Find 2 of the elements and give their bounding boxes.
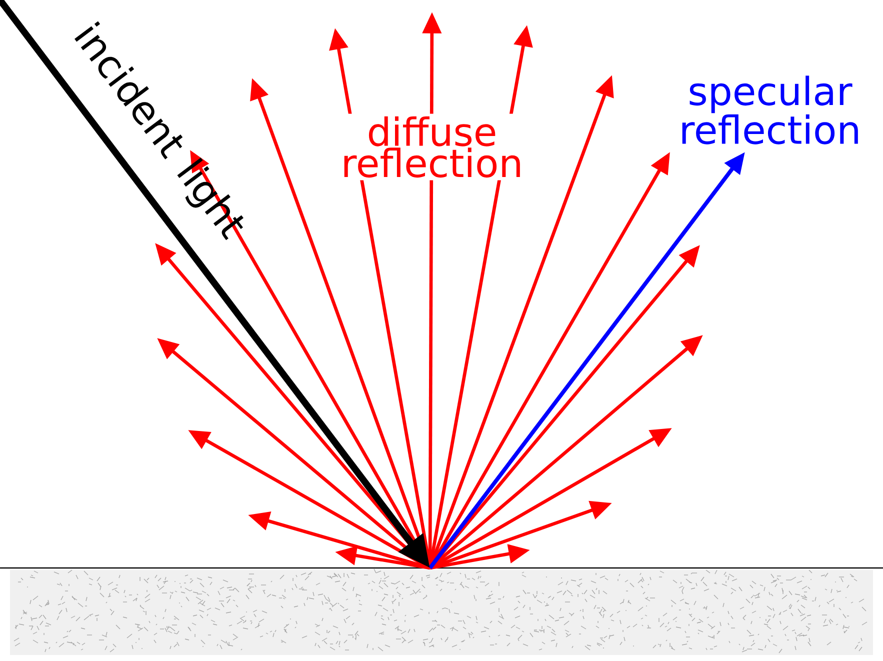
label: specular reflection xyxy=(682,76,858,144)
label: diffuse reflection xyxy=(332,114,532,180)
